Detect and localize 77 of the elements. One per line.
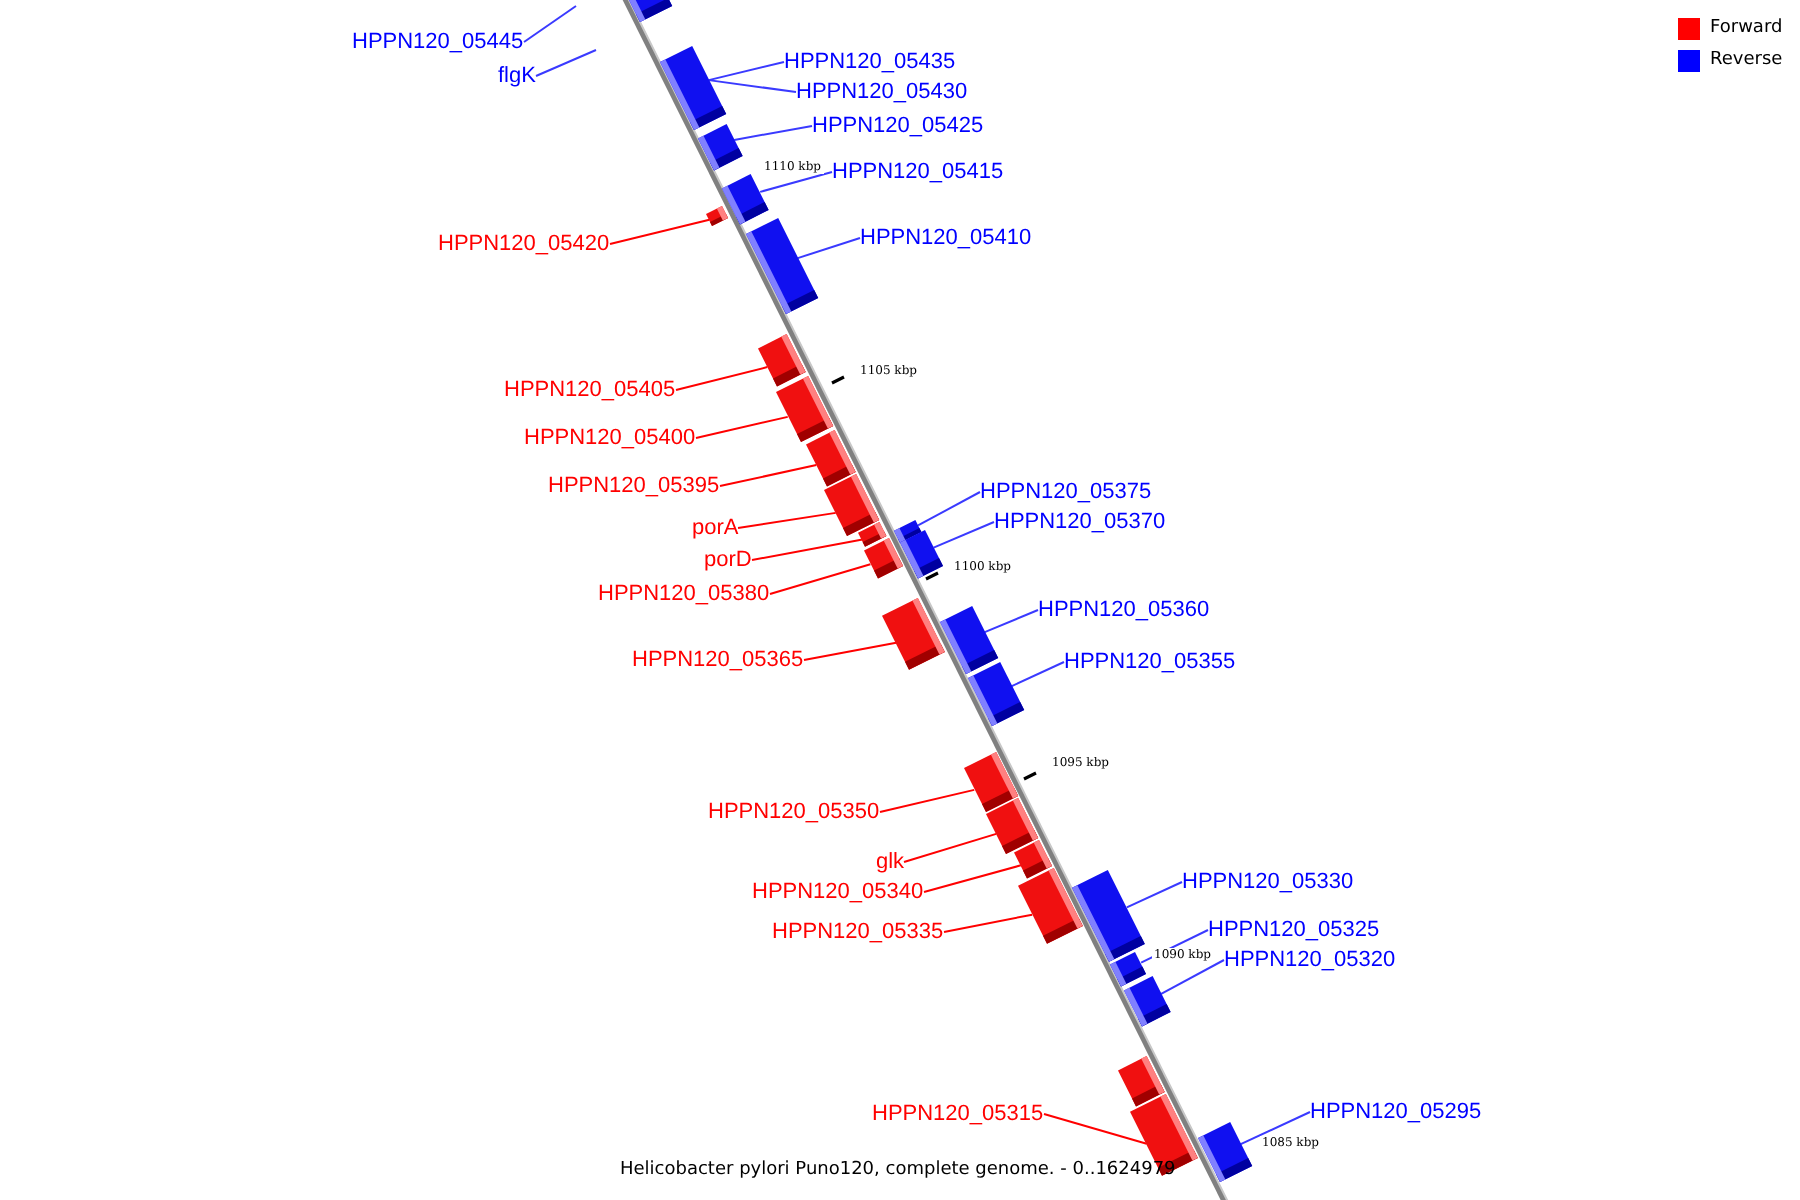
gene-block — [659, 46, 726, 131]
gene-label: HPPN120_05435 — [784, 49, 956, 75]
gene-label: HPPN120_05395 — [548, 473, 720, 499]
gene-label: HPPN120_05355 — [1064, 649, 1236, 675]
gene-label: HPPN120_05335 — [772, 919, 944, 945]
leader-line — [923, 864, 1022, 893]
leader-line — [523, 5, 577, 43]
leader-line — [983, 609, 1039, 634]
leader-line — [707, 79, 797, 93]
leader-line — [1043, 1113, 1148, 1145]
gene-block — [1197, 1122, 1252, 1183]
leader-line — [1125, 881, 1183, 909]
leader-line — [879, 788, 976, 813]
leader-line — [737, 511, 837, 529]
gene-block — [1014, 839, 1053, 879]
leader-line — [733, 125, 813, 141]
gene-block — [697, 123, 743, 171]
gene-label: glk — [876, 849, 905, 875]
gene-label: HPPN120_05315 — [872, 1101, 1044, 1127]
gene-label: HPPN120_05330 — [1182, 869, 1354, 895]
gene-label: HPPN120_05365 — [632, 647, 804, 673]
leader-line — [609, 218, 711, 245]
leader-line — [719, 464, 818, 487]
leader-line — [932, 521, 995, 549]
gene-block — [986, 797, 1039, 854]
gene-label: HPPN120_05410 — [860, 225, 1032, 251]
gene-label: HPPN120_05420 — [438, 231, 610, 257]
leader-line — [695, 415, 789, 439]
gene-block — [745, 218, 818, 315]
gene-label: porA — [692, 515, 739, 541]
gene-label: HPPN120_05320 — [1224, 947, 1396, 973]
gene-block — [882, 597, 946, 670]
gene-label: HPPN120_05430 — [796, 79, 968, 105]
gene-block — [963, 751, 1018, 812]
gene-block — [1118, 1055, 1166, 1107]
leader-line — [803, 641, 898, 661]
leader-line — [943, 913, 1034, 933]
leader-line — [707, 61, 785, 82]
leader-line — [759, 171, 833, 193]
leader-line — [1010, 661, 1065, 688]
gene-label: HPPN120_05425 — [812, 113, 984, 139]
leader-line — [1160, 959, 1225, 995]
leader-line — [917, 491, 981, 527]
gene-label: HPPN120_05445 — [352, 29, 524, 55]
gene-block — [824, 473, 880, 536]
gene-label: HPPN120_05415 — [832, 159, 1004, 185]
leader-line — [751, 538, 864, 561]
leader-line — [675, 366, 769, 391]
gene-label: HPPN120_05340 — [752, 879, 924, 905]
gene-block — [775, 375, 833, 442]
gene-label: HPPN120_05360 — [1038, 597, 1210, 623]
gene-label: HPPN120_05400 — [524, 425, 696, 451]
gene-label: HPPN120_05350 — [708, 799, 880, 825]
gene-label: HPPN120_05370 — [994, 509, 1166, 535]
leader-line — [796, 237, 861, 260]
gene-block — [967, 662, 1024, 727]
gene-block — [722, 173, 770, 225]
gene-label: HPPN120_05325 — [1208, 917, 1380, 943]
gene-label: porD — [704, 547, 752, 573]
leader-line — [535, 49, 597, 77]
gene-block — [1072, 870, 1146, 963]
gene-label: HPPN120_05380 — [598, 581, 770, 607]
gene-block — [1123, 975, 1171, 1027]
gene-label: HPPN120_05375 — [980, 479, 1152, 505]
gene-label: HPPN120_05405 — [504, 377, 676, 403]
gene-block — [805, 429, 856, 487]
gene-block — [939, 606, 998, 675]
legend-label: Forward — [1710, 18, 1783, 40]
legend-label: Reverse — [1710, 50, 1783, 72]
leader-line — [769, 563, 872, 595]
gene-block — [757, 333, 806, 387]
gene-label: flgK — [498, 63, 536, 89]
leader-line — [1239, 1111, 1311, 1146]
gene-block — [706, 205, 729, 226]
gene-block — [1110, 951, 1147, 987]
gene-label: HPPN120_05295 — [1310, 1099, 1482, 1125]
leader-line — [903, 832, 998, 863]
